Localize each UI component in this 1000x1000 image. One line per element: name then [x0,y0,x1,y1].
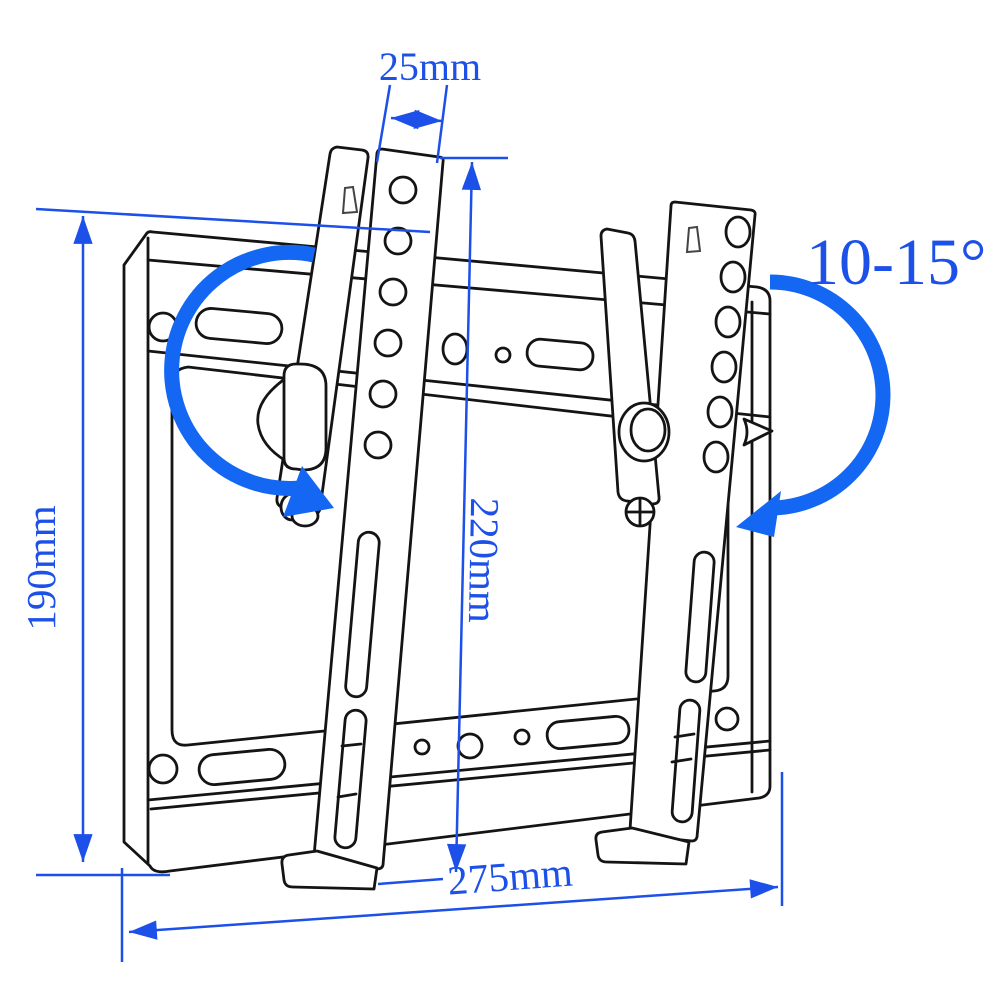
vesa-hole [714,305,742,339]
mount-slot [197,747,287,787]
label-bracket-height: 220mm [460,497,508,623]
vesa-hole [373,328,403,358]
mount-hole [494,346,512,364]
dimension-bracket-width: 25mm [375,44,481,164]
mount-hole [147,753,179,785]
mount-slot [525,337,595,372]
vesa-hole [702,440,730,474]
vesa-hole [706,395,734,429]
right-arm-face [628,200,757,843]
label-bracket-width: 25mm [379,44,481,89]
rotation-arrowhead [736,491,781,537]
cam-pad [282,362,328,472]
vesa-slot [344,530,381,699]
mount-hole [714,706,740,732]
label-wall-plate-height: 190mm [18,505,64,630]
mount-slot [545,714,631,751]
lever-notch [341,185,359,215]
vesa-slot [684,550,716,684]
cam-bulge [256,376,288,463]
mount-hole [413,738,431,756]
vesa-hole [388,175,418,205]
slot-see-through-lines [670,732,696,764]
tilt-knob [617,401,671,463]
phillips-cross-icon [626,498,654,526]
rotation-arrow-left-icon [164,244,334,517]
mount-hole [513,728,531,746]
label-tilt-range: 10-15° [806,226,986,299]
vesa-hole [710,350,738,384]
vesa-hole [363,430,393,460]
slot-see-through-lines [336,742,363,799]
vesa-hole [383,226,413,256]
vesa-hole [719,260,747,294]
vesa-hole [724,215,752,249]
dimension-wall-plate-height: 190mm [18,207,431,877]
arm-notch [685,225,702,254]
rotation-arrow-right-icon [736,274,891,537]
label-wall-plate-width: 275mm [446,849,574,904]
dimension-wall-plate-width: 275mm [120,772,784,962]
plate-clip [742,417,774,447]
rotation-arrowhead [283,466,334,517]
vesa-slot [333,708,368,850]
right-vesa-arm [594,200,774,866]
mount-slot [194,307,284,345]
tilt-knob-inner [629,407,667,453]
right-tilt-lever [599,227,671,528]
vesa-hole [368,379,398,409]
right-arm-foot [594,826,691,866]
vesa-hole [378,277,408,307]
